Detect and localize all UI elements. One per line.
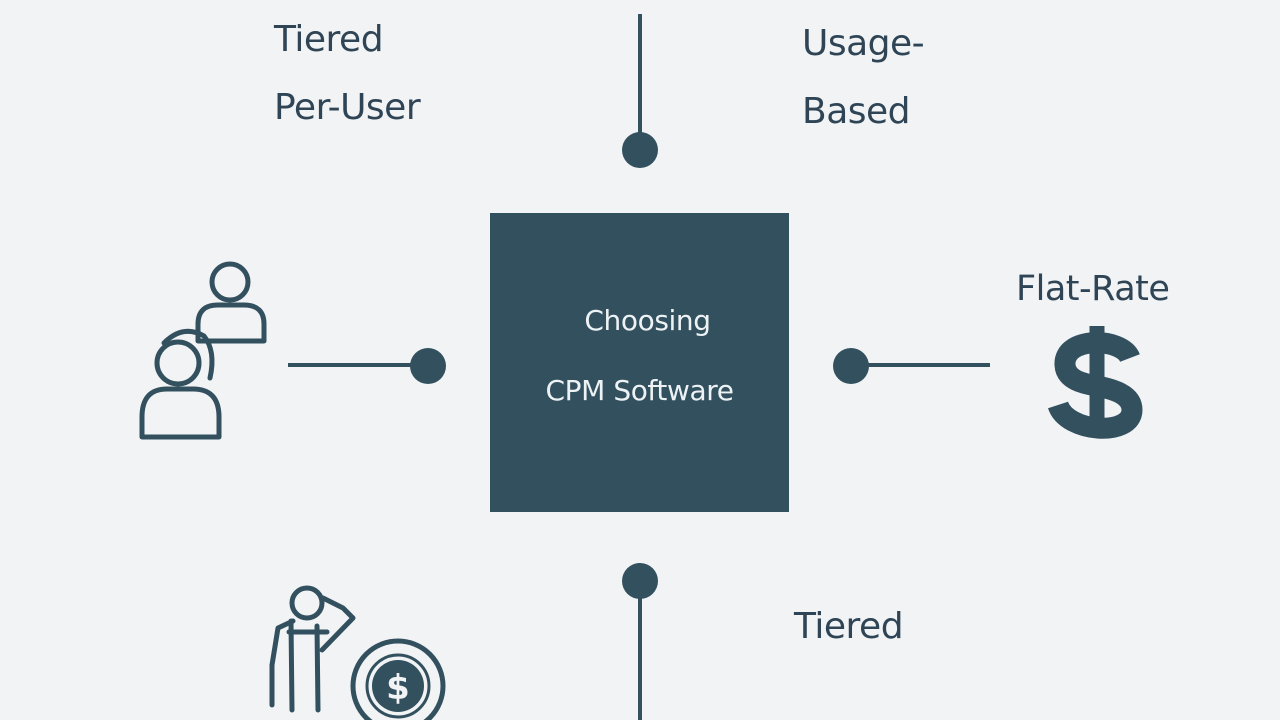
top-left-label-line1: Tiered bbox=[274, 19, 384, 60]
coin-face bbox=[372, 660, 424, 712]
top-right-label-line1: Usage- bbox=[802, 23, 925, 64]
node-bottom bbox=[622, 563, 658, 599]
bottom-label: Tiered bbox=[794, 606, 904, 647]
person-with-coin-icon bbox=[269, 585, 446, 720]
center-title-line1: Choosing bbox=[584, 304, 711, 337]
right-label: Flat-Rate bbox=[1016, 269, 1170, 309]
users-icon bbox=[139, 261, 267, 440]
top-left-label-line2: Per-User bbox=[274, 87, 421, 128]
node-top bbox=[622, 132, 658, 168]
coin-dollar-sign: $ bbox=[386, 668, 410, 708]
top-right-label-line2: Based bbox=[802, 91, 911, 132]
node-left bbox=[410, 348, 446, 384]
center-title-line2: CPM Software bbox=[545, 374, 734, 407]
dollar-icon bbox=[1048, 326, 1143, 439]
center-box: Choosing CPM Software bbox=[490, 213, 789, 512]
node-right bbox=[833, 348, 869, 384]
